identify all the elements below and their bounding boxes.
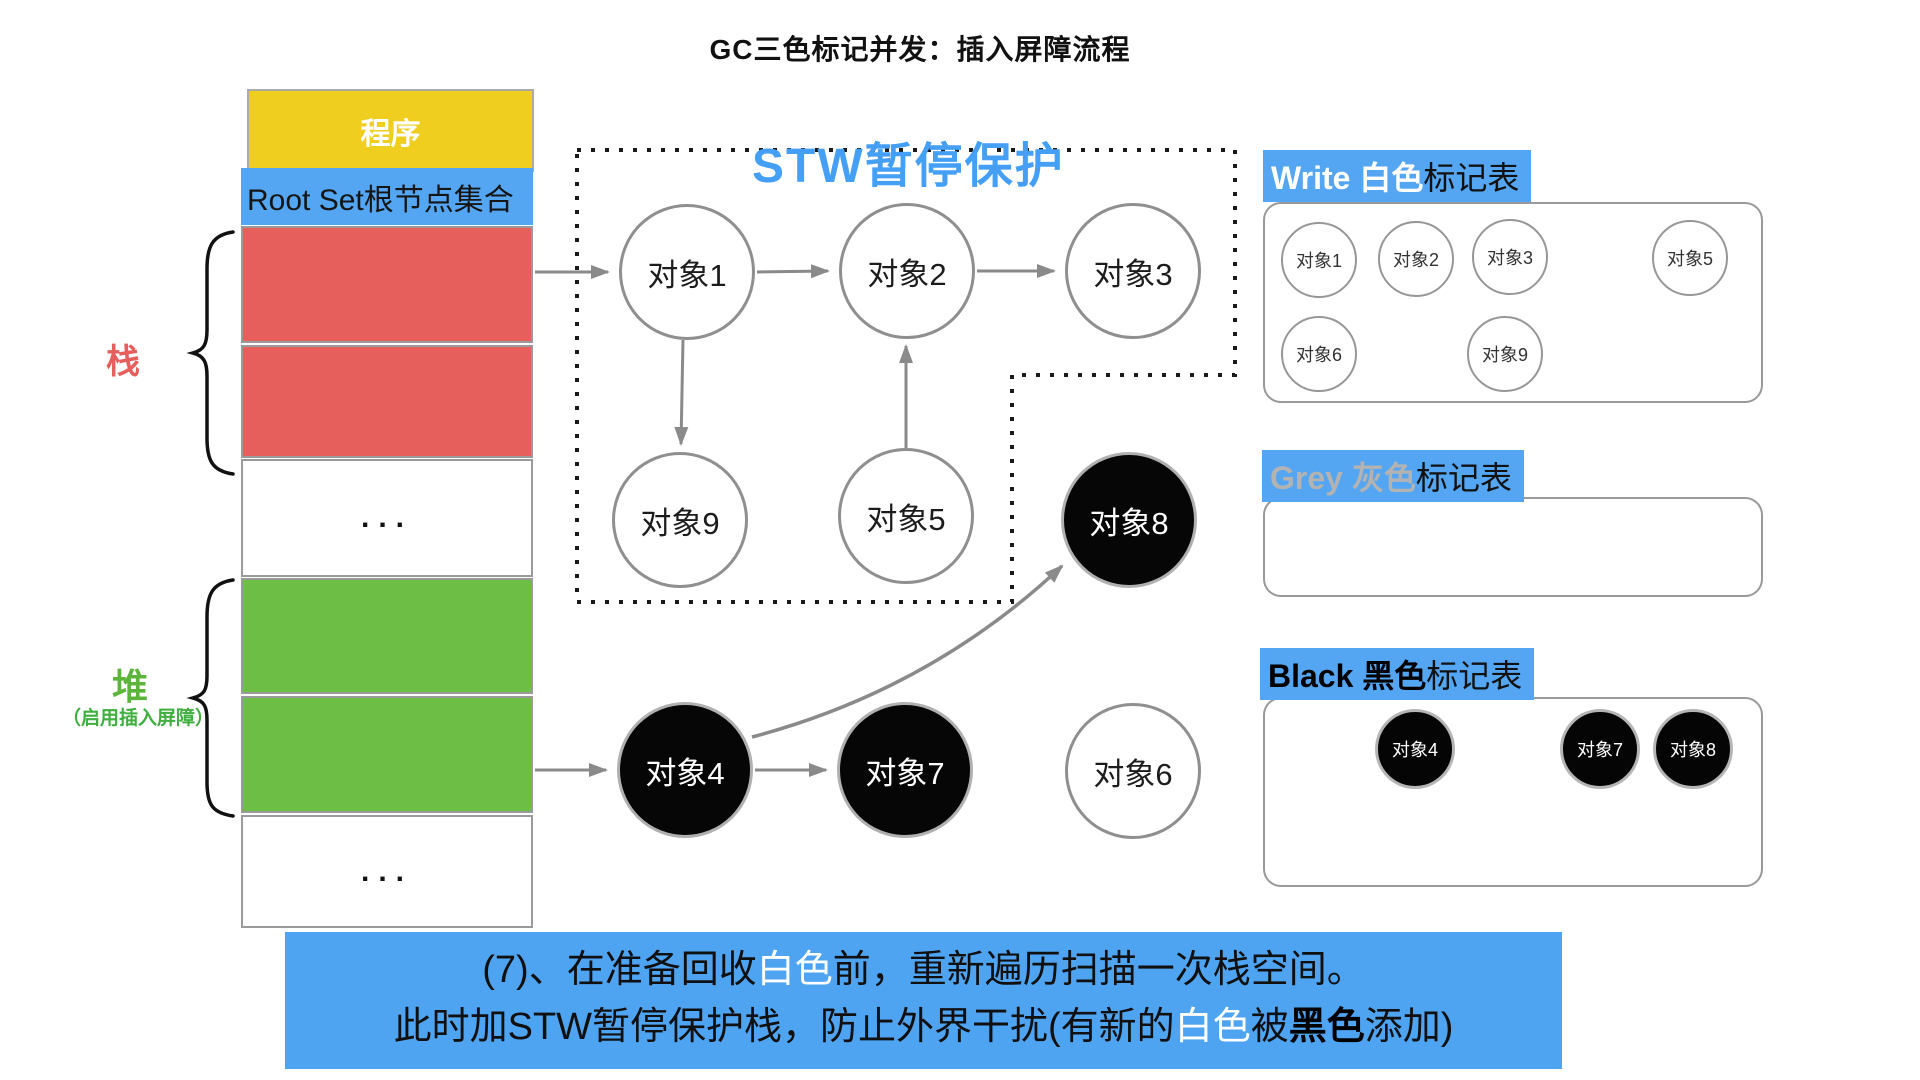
grey-table-title-rest: 标记表 [1415,460,1512,496]
memory-ellipsis-1: ... [241,459,533,577]
heap-brace [186,578,235,818]
caption-text: 前，重新遍历扫描一次栈空间。 [832,949,1365,991]
item-label: 对象1 [1295,251,1342,271]
white-table-item: 对象1 [1281,222,1357,298]
caption-white-word: 白色 [756,949,833,991]
black-table-title-rest: 标记表 [1426,658,1523,694]
black-table-box: 对象4 对象7 对象8 [1263,697,1763,887]
black-table-title: Black 黑色标记表 [1260,648,1535,700]
heap-slot-2 [241,696,533,813]
item-label: 对象7 [1576,740,1623,760]
graph-node-obj1: 对象1 [619,204,755,340]
caption-text: 此时加STW暂停保护栈，防止外界干扰(有新的 [393,1006,1175,1048]
white-table-title-strong: Write 白色 [1271,160,1424,196]
node-label: 对象8 [1089,505,1169,541]
stack-brace [186,230,235,476]
stack-label: 栈 [106,343,140,381]
program-label: 程序 [360,117,421,151]
stw-zone-title: STW暂停保护 [752,140,1065,193]
caption-text: 添加) [1364,1006,1454,1048]
graph-node-obj4: 对象4 [617,702,753,838]
graph-node-obj2: 对象2 [839,203,975,339]
root-set-box: Root Set根节点集合 [241,168,533,225]
memory-ellipsis-2: ... [241,815,533,928]
node-label: 对象3 [1093,256,1173,292]
item-label: 对象6 [1295,345,1342,365]
node-label: 对象9 [640,505,720,541]
graph-node-obj3: 对象3 [1065,203,1201,339]
program-box: 程序 [247,89,534,172]
node-label: 对象4 [645,755,725,791]
white-table-title: Write 白色标记表 [1263,150,1532,202]
edge-obj1-obj2 [756,264,830,279]
black-table-item: 对象7 [1560,709,1640,789]
caption-black-word: 黑色 [1288,1006,1365,1048]
item-label: 对象2 [1392,250,1439,270]
edge-obj1-obj9 [674,339,689,446]
graph-node-obj7: 对象7 [837,702,973,838]
node-label: 对象2 [867,256,947,292]
root-set-label: Root Set根节点集合 [247,183,514,217]
graph-node-obj6: 对象6 [1065,703,1201,839]
grey-table-title-strong: Grey 灰色 [1270,460,1416,496]
black-table-item: 对象8 [1653,709,1733,789]
heap-note: （启用插入屏障） [61,708,214,729]
white-table-item: 对象6 [1281,316,1357,392]
caption-text: (7)、在准备回收 [482,949,757,991]
node-label: 对象1 [647,257,727,293]
node-label: 对象5 [866,501,946,537]
grey-table-box [1263,497,1763,597]
caption-line-2: 此时加STW暂停保护栈，防止外界干扰(有新的白色被黑色添加) [285,999,1562,1056]
ellipsis-text: ... [360,854,413,888]
white-table-box: 对象1 对象2 对象3 对象5 对象6 对象9 [1263,202,1763,403]
caption-white-word: 白色 [1174,1006,1251,1048]
white-table-item: 对象9 [1467,316,1543,392]
node-label: 对象6 [1093,756,1173,792]
white-table-item: 对象5 [1652,220,1728,296]
caption-banner: (7)、在准备回收白色前，重新遍历扫描一次栈空间。 此时加STW暂停保护栈，防止… [285,932,1562,1069]
white-table-item: 对象2 [1378,221,1454,297]
white-table-item: 对象3 [1472,219,1548,295]
graph-node-obj8: 对象8 [1061,452,1197,588]
heap-slot-1 [241,578,533,694]
page-title: GC三色标记并发：插入屏障流程 [709,34,1131,65]
graph-node-obj5: 对象5 [838,448,974,584]
item-label: 对象8 [1669,740,1716,760]
ellipsis-text: ... [360,501,413,534]
caption-text: 被 [1250,1006,1289,1048]
item-label: 对象4 [1391,740,1438,760]
item-label: 对象5 [1666,249,1713,269]
grey-table-title: Grey 灰色标记表 [1262,450,1524,502]
black-table-item: 对象4 [1375,709,1455,789]
heap-label: 堆 [112,666,149,707]
white-table-title-rest: 标记表 [1423,160,1520,196]
item-label: 对象9 [1481,345,1528,365]
node-label: 对象7 [865,755,945,791]
caption-line-1: (7)、在准备回收白色前，重新遍历扫描一次栈空间。 [285,942,1562,999]
graph-node-obj9: 对象9 [612,452,748,588]
stack-slot-1 [241,226,533,343]
stack-slot-2 [241,345,533,458]
item-label: 对象3 [1486,248,1533,268]
black-table-title-strong: Black 黑色 [1268,658,1427,694]
